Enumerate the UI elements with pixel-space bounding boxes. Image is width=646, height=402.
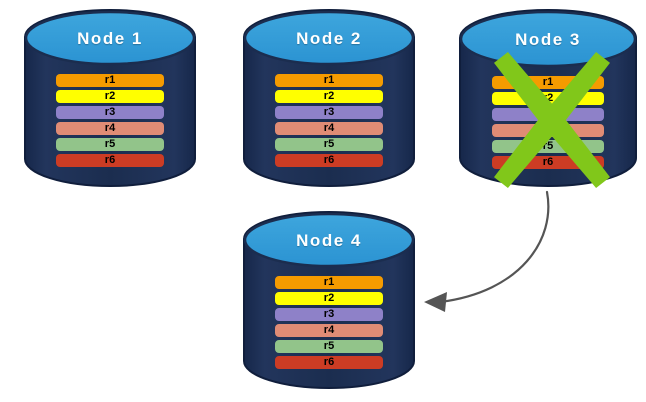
row-bar-r4[interactable]: r4 — [56, 122, 164, 135]
row-bar-r6[interactable]: r6 — [56, 154, 164, 167]
row-bar-r3[interactable]: r3 — [56, 106, 164, 119]
row-bar-r6[interactable]: r6 — [492, 156, 604, 169]
row-bar-r3[interactable]: r3 — [275, 106, 383, 119]
row-bar-r4[interactable]: r4 — [275, 324, 383, 337]
row-bar-r4[interactable]: r4 — [275, 122, 383, 135]
row-bar-r3[interactable]: r3 — [275, 308, 383, 321]
failover-arrow-head — [424, 292, 447, 312]
row-bar-r5[interactable]: r5 — [492, 140, 604, 153]
cylinder-top-ellipse — [243, 10, 415, 66]
cylinder-top-ellipse — [459, 10, 637, 68]
row-list-node3: r1 r2 r3 r4 r5 r6 — [459, 76, 637, 169]
row-bar-r3[interactable]: r3 — [492, 108, 604, 121]
cylinder-top-ellipse — [243, 212, 415, 268]
row-bar-r2[interactable]: r2 — [275, 292, 383, 305]
row-list-node4: r1 r2 r3 r4 r5 r6 — [243, 276, 415, 369]
row-bar-r1[interactable]: r1 — [275, 276, 383, 289]
row-bar-r1[interactable]: r1 — [492, 76, 604, 89]
row-bar-r1[interactable]: r1 — [275, 74, 383, 87]
row-bar-r5[interactable]: r5 — [275, 138, 383, 151]
row-bar-r2[interactable]: r2 — [492, 92, 604, 105]
row-bar-r4[interactable]: r4 — [492, 124, 604, 137]
cylinder-top-ellipse — [24, 10, 196, 66]
row-list-node2: r1 r2 r3 r4 r5 r6 — [243, 74, 415, 167]
row-bar-r1[interactable]: r1 — [56, 74, 164, 87]
row-bar-r5[interactable]: r5 — [56, 138, 164, 151]
row-bar-r5[interactable]: r5 — [275, 340, 383, 353]
failover-arrow-line — [438, 190, 550, 304]
row-bar-r2[interactable]: r2 — [275, 90, 383, 103]
row-bar-r6[interactable]: r6 — [275, 356, 383, 369]
row-list-node1: r1 r2 r3 r4 r5 r6 — [24, 74, 196, 167]
row-bar-r6[interactable]: r6 — [275, 154, 383, 167]
row-bar-r2[interactable]: r2 — [56, 90, 164, 103]
